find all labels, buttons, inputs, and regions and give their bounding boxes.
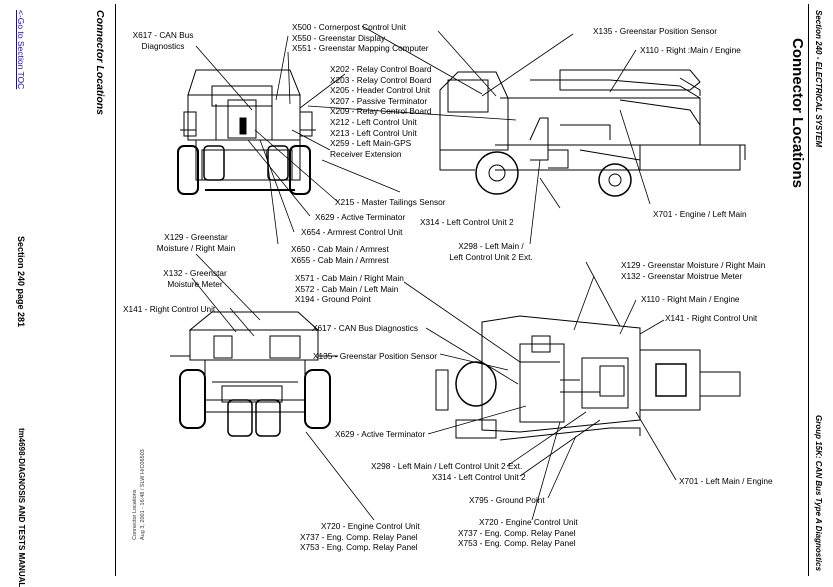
callout-line: X298 - Left Main / Left Control Unit 2 E…: [371, 461, 523, 471]
callout-x132-left: X132 - Greenstar Moisture Meter: [150, 268, 240, 289]
callout-line: X129 - Greenstar: [164, 232, 228, 242]
callout-x135-mid: X135 - Greenstar Position Sensor: [313, 351, 438, 361]
combine-rear-view-bottom: [170, 311, 338, 437]
callout-line: X500 - Cornerpost Control Unit: [292, 22, 406, 32]
callout-x617-top: X617 - CAN Bus Diagnostics: [128, 30, 198, 51]
callout-x135-top: X135 - Greenstar Position Sensor: [593, 26, 718, 36]
callout-x701-top: X701 - Engine / Left Main: [653, 209, 747, 219]
callout-line: X617 - CAN Bus: [132, 30, 194, 40]
callout-x629-low: X629 - Active Terminator: [335, 429, 426, 439]
callout-x215: X215 - Master Tailings Sensor: [335, 197, 446, 207]
callout-line: X753 - Eng. Comp. Relay Panel: [300, 542, 418, 553]
callout-line: Receiver Extension: [330, 148, 402, 159]
callout-line: X132 - Greenstar: [163, 268, 227, 278]
callout-line: X207 - Passive Terminator: [330, 95, 428, 106]
callout-x298-top: X298 - Left Main / Left Control Unit 2 E…: [426, 241, 556, 262]
callout-line: X655 - Cab Main / Armrest: [291, 254, 389, 265]
callout-line: X720 - Engine Control Unit: [321, 521, 420, 531]
callout-line: X650 - Cab Main / Armrest: [291, 244, 389, 254]
callout-line: X550 - Greenstar Display: [292, 32, 386, 43]
callout-line: X205 - Header Control Unit: [330, 85, 431, 96]
callout-x629-mid: X629 - Active Terminator: [315, 212, 406, 222]
callout-x701-low: X701 - Left Main / Engine: [679, 476, 773, 486]
callout-line: X213 - Left Control Unit: [330, 127, 417, 138]
callout-x129-right: X129 - Greenstar Moisture / Right Main: [621, 260, 766, 270]
callout-line: X212 - Left Control Unit: [330, 116, 417, 127]
callout-x129-left: X129 - Greenstar Moisture / Right Main: [136, 232, 256, 253]
callout-line: X259 - Left Main-GPS: [330, 138, 412, 149]
callout-x314-top: X314 - Left Control Unit 2: [420, 217, 514, 227]
callout-line: X737 - Eng. Comp. Relay Panel: [300, 531, 418, 542]
callout-x795: X795 - Ground Point: [469, 495, 545, 505]
combine-top-view-bottom: [435, 315, 741, 441]
callout-cab-main-2: X571 - Cab Main / Right Main X572 - Cab …: [295, 273, 404, 305]
callout-line: X298 - Left Main /: [458, 241, 524, 251]
callout-line: X720 - Engine Control Unit: [479, 517, 578, 527]
callout-line: X753 - Eng. Comp. Relay Panel: [458, 538, 576, 549]
callout-line: X571 - Cab Main / Right Main: [295, 273, 404, 283]
callout-x141-right: X141 - Right Control Unit: [665, 313, 758, 323]
callout-x110-top: X110 - Right :Main / Engine: [640, 45, 741, 55]
combine-side-view-top: [439, 69, 746, 197]
callout-line: X203 - Relay Control Board: [330, 74, 432, 85]
callout-line: X551 - Greenstar Mapping Computer: [292, 43, 429, 54]
callout-line: Moisture Meter: [167, 278, 223, 289]
left-margin-divider: [115, 4, 116, 576]
callout-line: X194 - Ground Point: [295, 294, 371, 305]
callout-line: X209 - Relay Control Board: [330, 106, 432, 117]
callout-cab-main: X650 - Cab Main / Armrest X655 - Cab Mai…: [291, 244, 389, 265]
callout-x110-right: X110 - Right Main / Engine: [641, 294, 740, 304]
callout-relay-group: X202 - Relay Control Board X203 - Relay …: [330, 64, 431, 159]
callout-x141-left: X141 - Right Control Unit: [123, 304, 216, 314]
callout-top-cab: X500 - Cornerpost Control Unit X550 - Gr…: [292, 22, 429, 54]
callout-engine-left: X720 - Engine Control Unit X737 - Eng. C…: [300, 521, 420, 553]
callout-line: Diagnostics: [141, 40, 185, 51]
callout-line: X737 - Eng. Comp. Relay Panel: [458, 527, 576, 538]
callout-line: X202 - Relay Control Board: [330, 64, 432, 74]
callout-line: Left Control Unit 2 Ext.: [449, 251, 533, 262]
callout-line: X572 - Cab Main / Left Main: [295, 283, 399, 294]
callout-x617-mid: X617 - CAN Bus Diagnostics: [312, 323, 419, 333]
callout-x132-right: X132 - Greenstar Moistrue Meter: [621, 271, 743, 281]
callout-x298-low: X298 - Left Main / Left Control Unit 2 E…: [371, 461, 526, 482]
callout-x654: X654 - Armrest Control Unit: [301, 227, 403, 237]
right-margin-divider: [808, 4, 809, 576]
callout-line: Moisture / Right Main: [156, 242, 236, 253]
callout-line: X314 - Left Control Unit 2: [432, 471, 526, 482]
callout-engine-right: X720 - Engine Control Unit X737 - Eng. C…: [458, 517, 578, 549]
combine-front-view-top: [177, 69, 316, 195]
